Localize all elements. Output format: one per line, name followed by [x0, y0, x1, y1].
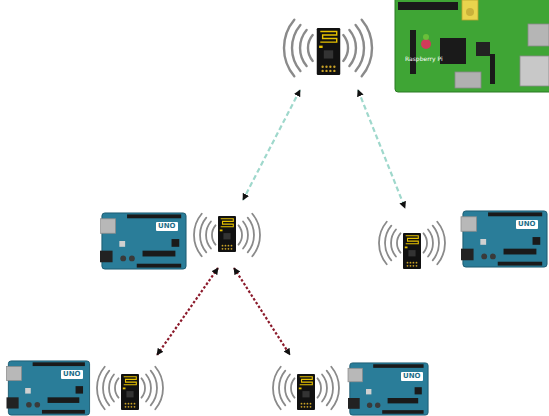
board-logo: UNO	[156, 222, 178, 231]
arduino-node: UNO	[270, 355, 432, 416]
arduino-node: UNO	[100, 200, 265, 268]
arduino-board	[348, 363, 428, 415]
nrf24-module	[218, 216, 236, 252]
nrf24-module	[403, 233, 421, 269]
nrf24-module	[121, 374, 139, 410]
arduino-board	[7, 361, 90, 415]
radio-waves	[97, 367, 163, 409]
arduino-node: UNO	[378, 208, 549, 272]
nrf24-module	[297, 374, 315, 410]
radio-link	[234, 268, 290, 355]
raspberry-pi-node: Raspberry Pi	[280, 0, 549, 90]
radio-waves	[284, 20, 372, 77]
radio-link	[358, 90, 405, 208]
board-logo: UNO	[61, 370, 83, 379]
radio-link	[157, 268, 218, 355]
nrf24-module	[317, 28, 341, 75]
radio-waves	[194, 214, 260, 256]
radio-link	[243, 90, 300, 200]
radio-waves	[273, 367, 339, 409]
arduino-board	[100, 213, 186, 269]
board-logo: UNO	[516, 220, 538, 229]
board-label: Raspberry Pi	[405, 56, 443, 62]
arduino-board	[461, 211, 547, 267]
board-logo: UNO	[401, 372, 423, 381]
raspberry-pi-board	[395, 0, 549, 92]
arduino-node: UNO	[5, 355, 165, 416]
